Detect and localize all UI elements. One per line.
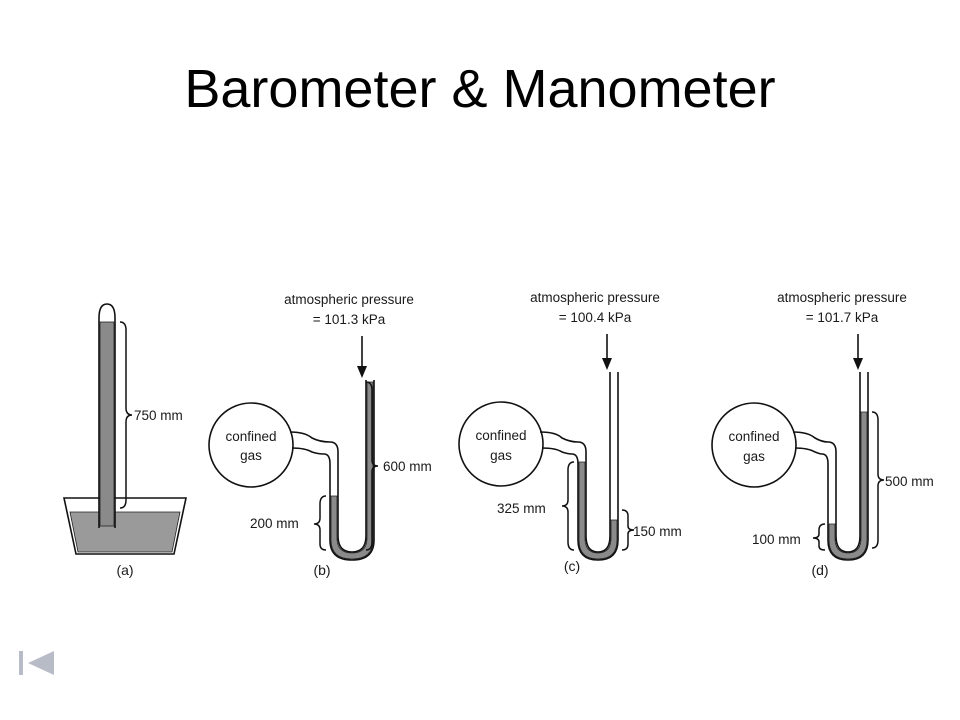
atm-label-c-line2: = 100.4 kPa [559,310,632,325]
mercury-d [828,411,868,560]
first-slide-icon [19,651,54,675]
u-tube-c-outer [539,372,611,553]
bulb-b-line1: confined [225,429,276,444]
brace-500mm [871,411,885,549]
slide-title: Barometer & Manometer [184,59,776,119]
first-slide-button[interactable] [18,650,58,676]
brace-325mm [561,461,575,551]
u-tube-b-inner [291,380,375,561]
right-label-b: 600 mm [383,459,432,474]
brace-600mm [365,381,379,551]
brace-750mm [119,321,133,509]
arrow-b-head [357,366,367,378]
brace-150mm [621,509,635,551]
right-label-d: 500 mm [885,474,934,489]
height-label-750mm: 750 mm [134,408,183,423]
panel-b-manometer: atmospheric pressure = 101.3 kPa confine… [208,292,432,578]
right-label-c: 150 mm [633,524,682,539]
barometer-mercury-column [99,321,115,527]
atm-label-b-line1: atmospheric pressure [284,292,414,307]
bulb-c-line2: gas [490,448,512,463]
confined-gas-bulb-b [208,402,294,488]
arrow-c-head [602,358,612,370]
left-label-b: 200 mm [250,516,299,531]
dish-mercury [69,511,181,553]
panel-c-manometer: atmospheric pressure = 100.4 kPa confine… [458,290,682,574]
brace-100mm [812,523,826,551]
bulb-d-line2: gas [743,449,765,464]
left-label-d: 100 mm [752,532,801,547]
u-tube-c-inner [541,372,619,561]
panel-d-manometer: atmospheric pressure = 101.7 kPa confine… [711,290,934,578]
atm-label-d-line1: atmospheric pressure [777,290,907,305]
u-tube-b-outer [289,380,367,553]
caption-a: (a) [116,562,133,578]
confined-gas-bulb-c [458,401,544,487]
confined-gas-bulb-d [711,402,797,488]
arrow-d-head [853,358,863,370]
mercury-c [578,461,618,560]
atm-label-d-line2: = 101.7 kPa [806,310,879,325]
mercury-dish [63,497,187,555]
atm-label-b-line2: = 101.3 kPa [313,312,386,327]
panel-a-barometer: 750 mm (a) [63,303,187,578]
brace-200mm [313,495,327,551]
barometer-tube [98,303,116,528]
u-tube-d-inner [794,372,869,561]
bulb-b-line2: gas [240,448,262,463]
atm-label-c-line1: atmospheric pressure [530,290,660,305]
u-tube-d-outer [792,372,861,553]
caption-d: (d) [811,562,828,578]
bulb-d-line1: confined [728,429,779,444]
left-label-c: 325 mm [497,501,546,516]
caption-b: (b) [313,562,330,578]
bulb-c-line1: confined [475,428,526,443]
caption-c: (c) [564,558,580,574]
